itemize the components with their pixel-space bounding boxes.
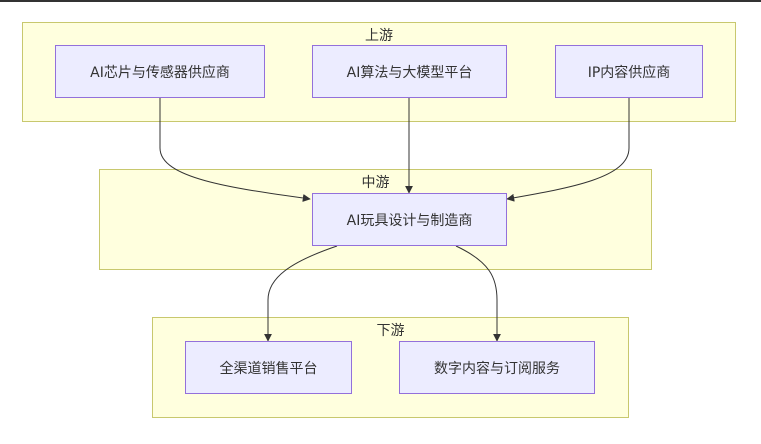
node-ai-algorithm-platform: AI算法与大模型平台 <box>312 45 507 98</box>
edge-chips-to-maker <box>159 98 311 202</box>
group-downstream-label: 下游 <box>376 323 405 339</box>
group-midstream-label: 中游 <box>361 175 390 191</box>
edge-ip-to-maker <box>506 98 630 202</box>
node-ai-toy-maker: AI玩具设计与制造商 <box>312 193 507 246</box>
group-upstream-label: 上游 <box>365 28 393 44</box>
edge-maker-to-digital <box>455 245 501 342</box>
node-chips-supplier: AI芯片与传感器供应商 <box>55 45 265 98</box>
top-border-line <box>0 0 761 2</box>
edge-maker-to-sales <box>264 245 338 342</box>
node-ip-content-supplier: IP内容供应商 <box>555 45 703 98</box>
node-omnichannel-sales: 全渠道销售平台 <box>185 341 352 394</box>
node-digital-content-subscription: 数字内容与订阅服务 <box>399 341 595 394</box>
